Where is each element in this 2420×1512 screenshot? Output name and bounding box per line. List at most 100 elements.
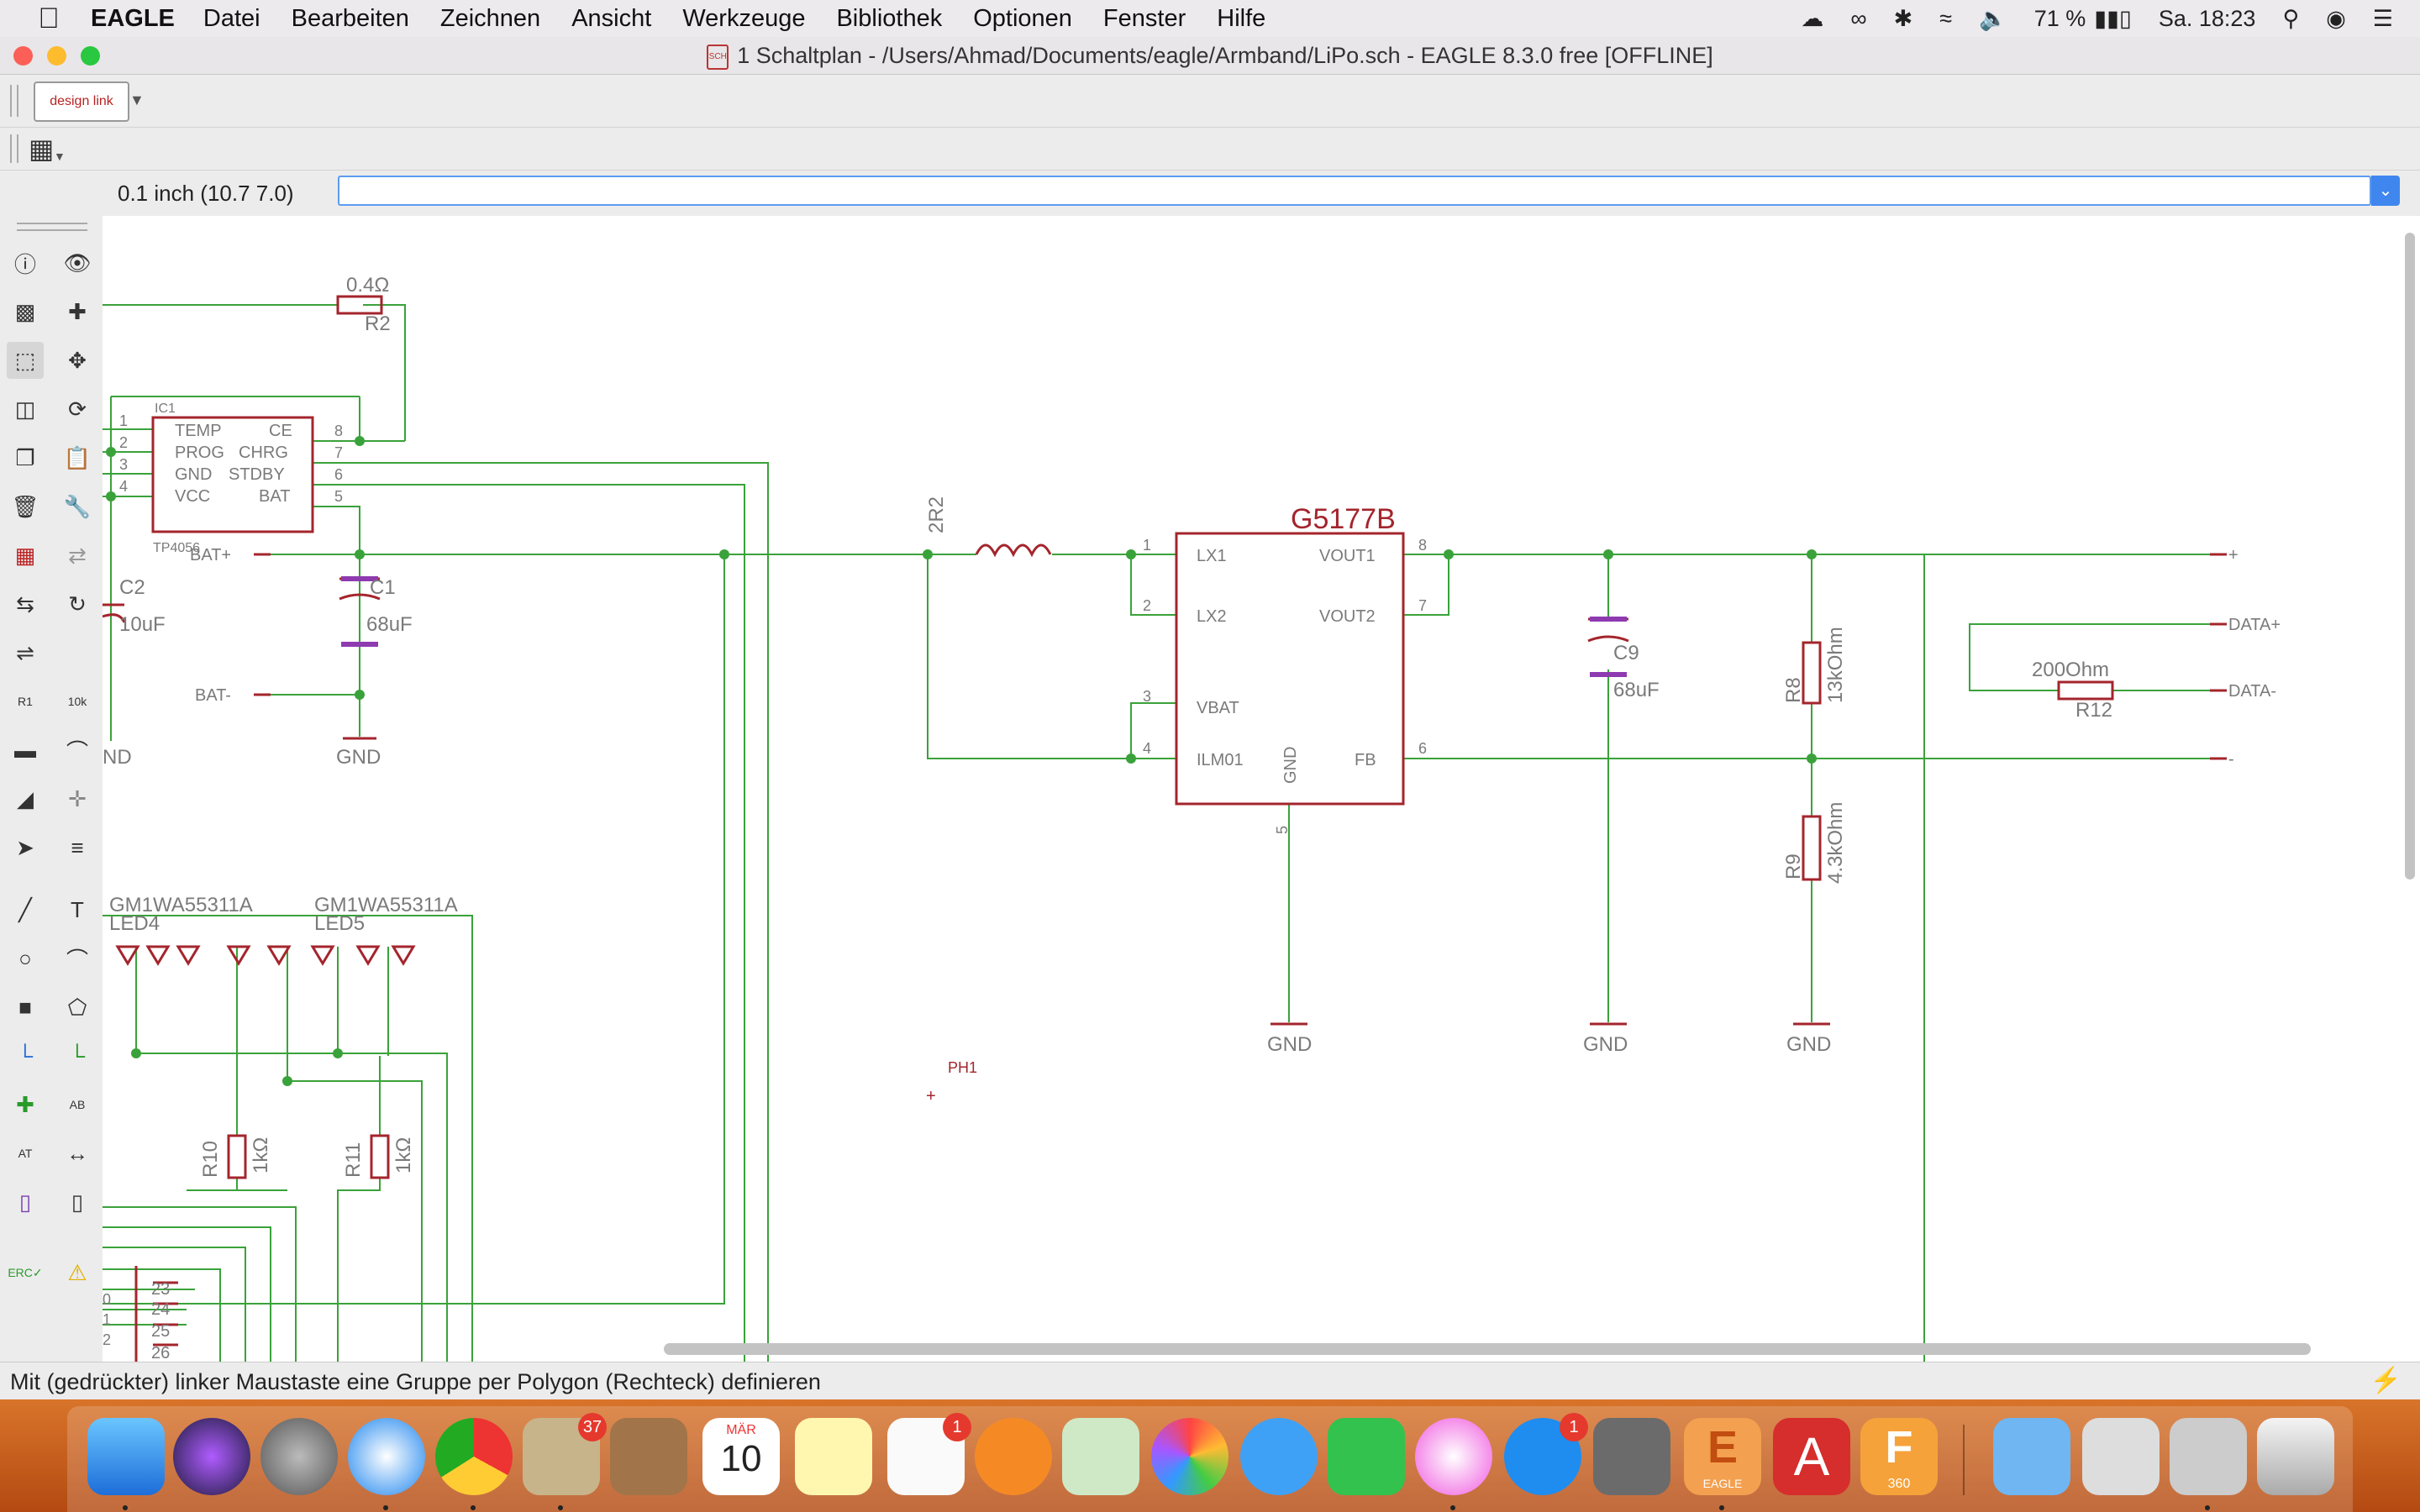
photos-icon[interactable]: [1151, 1418, 1228, 1495]
pinswap-icon[interactable]: ⇄: [68, 542, 87, 568]
battery-icon[interactable]: ▮▮▯: [2094, 5, 2132, 31]
mark-icon[interactable]: ✚: [68, 298, 87, 324]
downloads-stack-icon[interactable]: [2170, 1418, 2247, 1510]
dimension-icon[interactable]: ↔: [66, 1140, 88, 1166]
rectangle-icon[interactable]: ■: [18, 994, 32, 1020]
menu-werkzeuge[interactable]: Werkzeuge: [682, 4, 806, 32]
autocad-icon[interactable]: A: [1773, 1418, 1850, 1495]
value-icon[interactable]: 10k: [67, 695, 87, 708]
eagle-app-icon[interactable]: E EAGLE: [1684, 1418, 1761, 1510]
circle-icon[interactable]: ○: [18, 945, 32, 971]
vertical-scrollbar[interactable]: [2405, 233, 2415, 879]
delete-icon[interactable]: 🗑: [11, 493, 39, 519]
calendar-icon[interactable]: MÄR 10: [702, 1418, 780, 1495]
warning-icon[interactable]: ⚠: [67, 1259, 87, 1285]
optimize-icon[interactable]: ✛: [68, 785, 87, 811]
module-icon[interactable]: ▯: [71, 1189, 84, 1215]
layers-icon[interactable]: ▩: [14, 298, 36, 324]
reminders-icon[interactable]: 1: [887, 1413, 971, 1495]
junction-icon[interactable]: ✚: [16, 1091, 34, 1117]
wrench-icon[interactable]: 🔧: [63, 493, 92, 519]
label-icon[interactable]: AB: [69, 1098, 86, 1111]
info-icon[interactable]: ⓘ: [13, 251, 36, 277]
attribute-icon[interactable]: AT: [18, 1147, 33, 1160]
polygon-icon[interactable]: ⬠: [67, 994, 87, 1020]
rotate-icon[interactable]: ⟳: [68, 396, 87, 422]
command-history-dropdown[interactable]: ⌄: [2371, 176, 2400, 206]
siri-icon[interactable]: ◉: [2326, 5, 2346, 31]
folder-icon[interactable]: [1993, 1418, 2070, 1495]
battery-percent[interactable]: 71 %: [2033, 5, 2086, 31]
chrome-icon[interactable]: [435, 1418, 513, 1510]
books-icon[interactable]: [975, 1418, 1052, 1495]
schematic-canvas[interactable]: 0.4Ω R2 IC1 TP4056 1 2 3 4 TEMP PROG GND…: [103, 216, 2420, 1362]
document-stack-icon[interactable]: [2082, 1418, 2160, 1495]
cloud-sync-icon[interactable]: ☁: [1801, 5, 1824, 31]
messages-icon[interactable]: [1240, 1418, 1318, 1495]
notes-icon[interactable]: [795, 1418, 872, 1495]
maps-icon[interactable]: [1062, 1418, 1139, 1495]
miter-icon[interactable]: ⌒: [66, 738, 88, 764]
erc-icon[interactable]: ERC✓: [8, 1265, 43, 1279]
smash-icon[interactable]: ▬: [14, 737, 36, 763]
name-icon[interactable]: R1: [18, 695, 33, 708]
replace-icon[interactable]: ⇆: [16, 591, 34, 617]
move-icon[interactable]: ✥: [68, 347, 87, 373]
show-eye-icon[interactable]: 👁: [63, 249, 92, 276]
siri-icon[interactable]: [173, 1418, 250, 1495]
mail-stamp-icon[interactable]: 37: [523, 1413, 607, 1510]
menu-optionen[interactable]: Optionen: [973, 4, 1072, 32]
app-menu[interactable]: EAGLE: [91, 4, 175, 32]
ic1-body[interactable]: [151, 416, 314, 533]
menu-hilfe[interactable]: Hilfe: [1217, 4, 1266, 32]
copy-icon[interactable]: ❐: [15, 444, 35, 470]
gateswap-icon[interactable]: ↻: [68, 591, 87, 617]
menu-bearbeiten[interactable]: Bearbeiten: [291, 4, 409, 32]
zoom-window-button[interactable]: [81, 46, 100, 66]
mirror-icon[interactable]: ◫: [14, 396, 36, 422]
facetime-icon[interactable]: [1328, 1418, 1405, 1495]
menu-datei[interactable]: Datei: [203, 4, 260, 32]
frame-icon[interactable]: ▯: [18, 1189, 32, 1215]
command-input[interactable]: [338, 176, 2371, 206]
wifi-icon[interactable]: ≈: [1939, 5, 1953, 31]
clock[interactable]: Sa. 18:23: [2158, 5, 2256, 31]
group-select-icon[interactable]: ⬚: [7, 342, 44, 379]
arc-icon[interactable]: ⌒: [66, 947, 88, 973]
bluetooth-icon[interactable]: ✱: [1893, 5, 1913, 31]
designlink-button[interactable]: design link: [34, 81, 129, 122]
volume-icon[interactable]: 🔈: [1979, 6, 2007, 31]
spotlight-search-icon[interactable]: ⚲: [2282, 5, 2300, 31]
split-icon[interactable]: ◢: [17, 785, 34, 811]
schematic-drawing[interactable]: 0.4Ω R2 IC1 TP4056 1 2 3 4 TEMP PROG GND…: [103, 216, 2420, 1362]
safari-icon[interactable]: [348, 1418, 425, 1510]
chevron-down-icon[interactable]: ▼: [54, 150, 66, 163]
close-window-button[interactable]: [13, 46, 33, 66]
align-icon[interactable]: ≡: [71, 834, 84, 860]
menu-ansicht[interactable]: Ansicht: [571, 4, 652, 32]
horizontal-scrollbar[interactable]: [664, 1343, 2311, 1355]
minimize-window-button[interactable]: [47, 46, 66, 66]
trash-icon[interactable]: [2257, 1418, 2334, 1495]
finder-icon[interactable]: [87, 1418, 165, 1510]
bus-icon[interactable]: └: [17, 1042, 34, 1068]
fusion360-icon[interactable]: F 360: [1860, 1418, 1938, 1495]
net-class-icon[interactable]: ➤: [16, 834, 34, 860]
contacts-icon[interactable]: [610, 1418, 687, 1495]
text-icon[interactable]: T: [71, 896, 84, 922]
menu-bibliothek[interactable]: Bibliothek: [836, 4, 943, 32]
app-store-icon[interactable]: 1: [1504, 1413, 1588, 1495]
grid-icon[interactable]: ▦: [29, 134, 55, 164]
launchpad-icon[interactable]: [260, 1418, 338, 1495]
wire-icon[interactable]: ╱: [18, 896, 32, 922]
system-preferences-icon[interactable]: [1593, 1418, 1670, 1495]
apple-menu-icon[interactable]: : [32, 3, 66, 35]
creative-cloud-icon[interactable]: ∞: [1850, 5, 1867, 31]
menu-zeichnen[interactable]: Zeichnen: [439, 4, 541, 32]
notification-center-icon[interactable]: ☰: [2372, 5, 2393, 31]
menu-fenster[interactable]: Fenster: [1102, 4, 1186, 32]
add-part-icon[interactable]: ▦: [14, 542, 36, 568]
g5177b-body[interactable]: [1175, 532, 1405, 806]
invoke-icon[interactable]: ⇌: [16, 639, 34, 665]
net-icon[interactable]: └: [69, 1042, 86, 1068]
